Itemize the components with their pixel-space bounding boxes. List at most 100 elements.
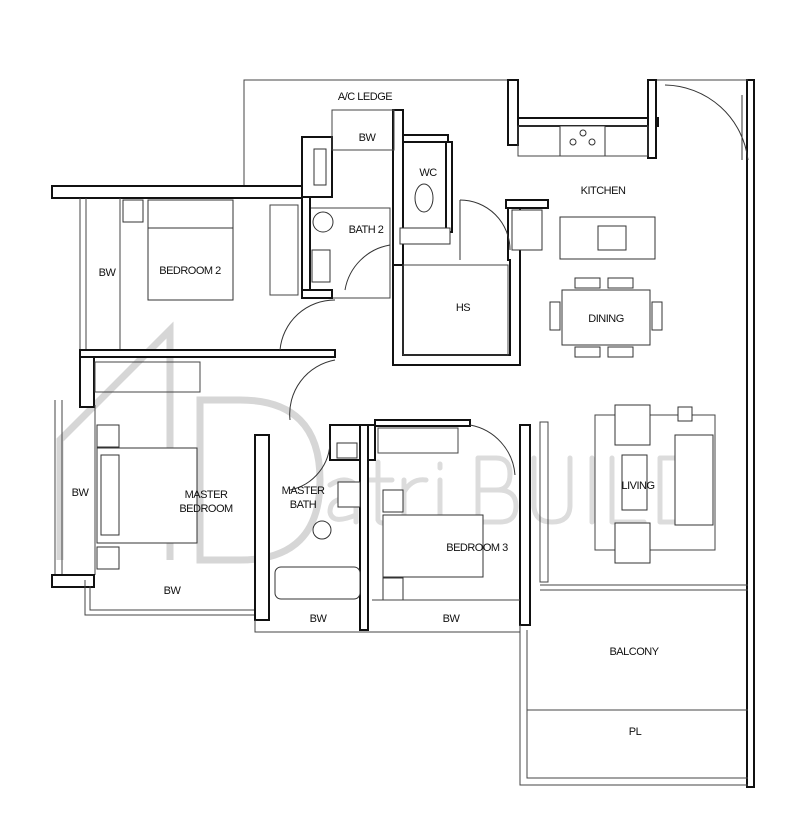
master-bath-door[interactable] <box>289 439 331 491</box>
plan-element <box>96 546 120 570</box>
kitchen-wall <box>507 79 519 146</box>
plan-element <box>579 129 587 137</box>
label-wc: WC <box>419 167 437 179</box>
label-bw-bedroom2: BW <box>99 267 117 279</box>
plan-element <box>445 141 453 233</box>
plan-element <box>331 109 395 151</box>
bedroom3-door[interactable] <box>469 424 516 476</box>
bedroom2-door[interactable] <box>279 299 336 351</box>
wc-shower <box>399 227 451 245</box>
bedroom3-wardrobe <box>377 427 459 454</box>
ac-ledge-outline <box>243 79 515 186</box>
bottom-bay-window <box>254 599 520 633</box>
bedroom2-wardrobe <box>269 204 299 296</box>
plan-element <box>511 209 543 251</box>
plan-element <box>569 138 577 146</box>
plan-element <box>505 199 549 209</box>
label-bw-master: BW <box>72 487 90 499</box>
plan-element <box>336 442 358 459</box>
plan-element <box>374 419 471 427</box>
coffee-table <box>621 454 648 511</box>
entrance-door[interactable] <box>664 84 749 161</box>
plan-element <box>574 277 601 289</box>
master-toilet-icon <box>312 520 332 540</box>
plan-element <box>56 321 174 560</box>
armchair-bottom <box>614 522 651 564</box>
plan-element <box>539 421 549 583</box>
plan-element <box>301 289 333 299</box>
plan-element <box>122 199 144 223</box>
plan-element <box>647 79 657 159</box>
balcony-outline <box>519 625 748 786</box>
exterior-wall-right <box>746 79 755 788</box>
plan-element <box>382 577 404 601</box>
label-master-bedroom-1: MASTER <box>185 489 228 501</box>
master-basin-icon <box>337 481 361 508</box>
plan-element <box>475 455 519 525</box>
plan-element <box>517 117 659 127</box>
plan-element: A/C LEDGE BW WC KITCHEN BATH 2 BW BEDROO… <box>72 91 661 738</box>
label-bw-bed3-bottom: BW <box>443 613 461 625</box>
label-pl: PL <box>629 726 642 738</box>
label-bedroom3: BEDROOM 3 <box>446 542 508 554</box>
label-bw-top: BW <box>359 132 377 144</box>
living-rug <box>594 414 716 551</box>
hs-door[interactable] <box>459 199 511 251</box>
plan-element <box>96 424 120 448</box>
plan-element <box>313 148 327 186</box>
bedroom2-bed <box>147 227 234 301</box>
lamp-icon <box>677 406 693 422</box>
plan-element <box>574 346 601 358</box>
plan-element <box>531 455 573 525</box>
label-kitchen: KITCHEN <box>581 185 626 197</box>
label-balcony: BALCONY <box>609 646 659 658</box>
label-master-bath-1: MASTER <box>282 485 325 497</box>
dining-table <box>561 289 651 346</box>
master-bath-right-wall <box>359 424 369 631</box>
label-master-bath-2: BATH <box>290 499 317 511</box>
label-bw-bath-bottom: BW <box>310 613 328 625</box>
label-bath2: BATH 2 <box>349 224 384 236</box>
wc-toilet-icon <box>414 183 434 213</box>
plan-element <box>100 454 120 536</box>
sink-icon <box>597 225 627 251</box>
plan-element <box>588 138 596 146</box>
bath2-toilet-icon <box>312 211 334 233</box>
label-dining: DINING <box>588 313 624 325</box>
master-wardrobe <box>94 361 201 393</box>
plan-element <box>402 134 449 143</box>
master-bath-left-wall <box>254 434 270 621</box>
plan-element <box>609 455 647 525</box>
bedroom2-bay-window <box>79 198 121 350</box>
bedroom3-right-wall <box>519 424 531 626</box>
bedroom2-pillows <box>147 199 234 229</box>
plan-element <box>51 574 95 588</box>
plan-element <box>517 125 649 157</box>
plan-element <box>651 301 663 331</box>
master-bw <box>84 580 255 616</box>
bath2-door[interactable] <box>344 244 391 291</box>
plan-element <box>549 301 561 331</box>
label-bw-master-bottom: BW <box>164 585 182 597</box>
plan-element <box>382 489 404 513</box>
sofa <box>674 434 714 526</box>
bedroom3-bed <box>382 514 484 578</box>
master-bay-window <box>54 400 96 580</box>
bedroom2-bottom-wall <box>79 349 336 358</box>
plan-element <box>301 196 311 296</box>
household-shelter <box>402 264 509 356</box>
plan-element <box>607 346 634 358</box>
plan-element <box>607 277 634 289</box>
label-ac-ledge: A/C LEDGE <box>338 91 392 103</box>
label-bedroom2: BEDROOM 2 <box>159 265 221 277</box>
plan-element <box>79 356 95 408</box>
bath2-basin-icon <box>311 249 331 283</box>
bedroom2-top-wall <box>51 185 303 199</box>
label-hs: HS <box>456 302 470 314</box>
armchair-top <box>614 404 651 446</box>
master-door[interactable] <box>289 359 336 421</box>
label-master-bedroom-2: BEDROOM <box>179 503 233 515</box>
balcony-sliding-door <box>540 584 748 591</box>
label-living: LIVING <box>621 480 654 492</box>
